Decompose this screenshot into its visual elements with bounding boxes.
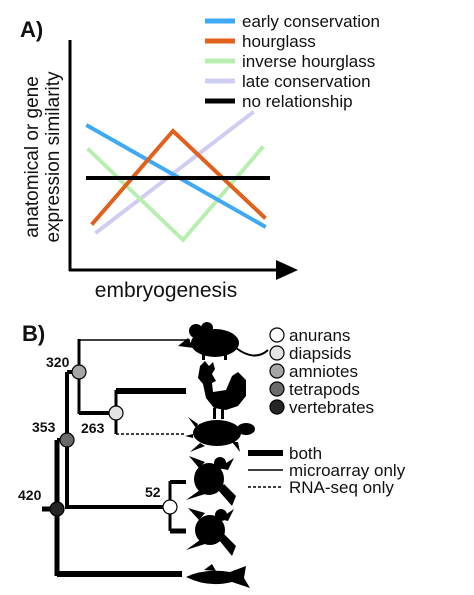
y-axis-title-line1: anatomical or gene — [22, 76, 43, 238]
legend-node-vertebrates — [269, 399, 285, 415]
x-axis-title: embryogenesis — [95, 279, 237, 302]
legend-node-amniotes — [269, 363, 285, 379]
legend-label-hourglass: hourglass — [242, 32, 316, 51]
inverse-hourglass-line — [86, 145, 265, 243]
hourglass-line — [90, 128, 267, 226]
node-anurans — [162, 499, 178, 515]
frog-silhouette — [186, 456, 236, 506]
legend-label-inverse: inverse hourglass — [242, 52, 375, 71]
legend-node-tetrapods — [269, 381, 285, 397]
legend-line-label: microarray only — [289, 461, 406, 480]
turtle-silhouette — [185, 417, 255, 452]
rooster-silhouette — [198, 361, 246, 419]
age-label: 320 — [46, 354, 70, 370]
node-vertebrates — [49, 501, 65, 517]
legend-node-anurans — [269, 327, 285, 343]
legend-label-none: no relationship — [242, 92, 353, 111]
legend-label-late: late conservation — [242, 72, 371, 91]
age-label: 353 — [32, 419, 56, 435]
age-label: 263 — [81, 420, 105, 436]
y-axis-title-line2: expression similarity — [43, 71, 64, 243]
legend-node-label: vertebrates — [289, 398, 374, 417]
legend-label-early: early conservation — [242, 12, 380, 31]
phylogeny-nodes — [49, 364, 178, 517]
node-legend: anurans diapsids amniotes tetrapods vert… — [269, 326, 374, 417]
fish-silhouette — [186, 564, 250, 588]
legend-node-label: diapsids — [289, 344, 351, 363]
legend-line-label: both — [289, 444, 322, 463]
line-legend: both microarray only RNA-seq only — [248, 444, 406, 497]
legend-node-label: anurans — [289, 326, 350, 345]
frog-silhouette — [186, 508, 236, 556]
legend-node-diapsids — [269, 345, 285, 361]
age-label: 420 — [18, 487, 42, 503]
node-tetrapods — [59, 432, 75, 448]
panel-a-axes — [68, 40, 298, 280]
y-axis-title: anatomical or gene expression similarity — [22, 71, 64, 243]
mouse-silhouette — [178, 322, 269, 360]
legend-line-label: RNA-seq only — [289, 478, 394, 497]
panel-a-legend: early conservation hourglass inverse hou… — [205, 12, 380, 111]
legend-node-label: tetrapods — [289, 380, 360, 399]
panel-b-label: B) — [22, 321, 45, 346]
phylogeny-tree — [42, 339, 190, 577]
late-conservation-line — [94, 110, 255, 235]
age-label: 52 — [145, 484, 161, 500]
x-axis-arrowhead — [276, 260, 298, 280]
node-amniotes — [71, 364, 87, 380]
legend-node-label: amniotes — [289, 362, 358, 381]
panel-a-curves — [85, 110, 270, 243]
node-age-labels: 420 353 320 263 52 — [18, 354, 161, 503]
node-diapsids — [108, 405, 124, 421]
panel-a-label: A) — [20, 17, 43, 42]
